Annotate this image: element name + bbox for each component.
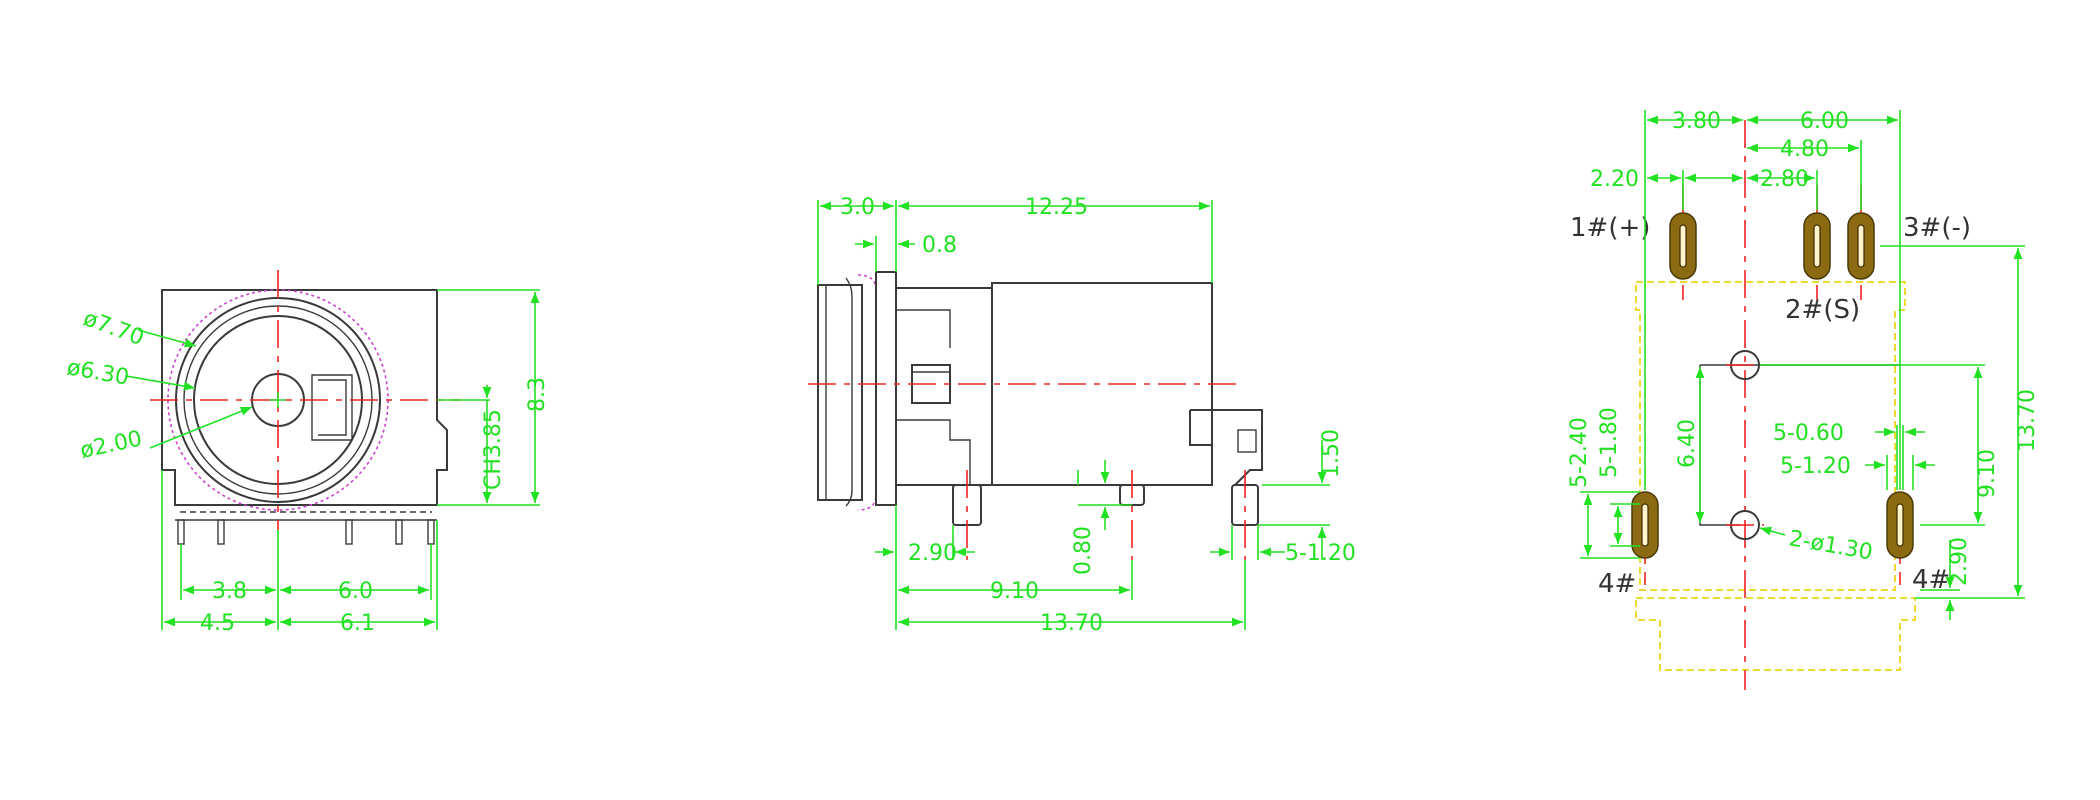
side-view: 3.0 12.25 0.8 1.50 5-1.20 2.90 0.80 9.10 [808, 195, 1356, 636]
front-spring-contact [311, 374, 353, 441]
footprint-pads [1631, 212, 1914, 559]
front-body-outline [161, 289, 448, 506]
side-dim-2-90: 2.90 [908, 541, 957, 566]
fp-dim-9-10: 9.10 [1975, 449, 2000, 498]
fp-dim-6-00: 6.00 [1800, 109, 1849, 134]
fp-dim-5-1-80: 5-1.80 [1597, 407, 1622, 478]
front-leads [177, 519, 435, 545]
side-hidden-flange [857, 274, 877, 511]
pin-label-1: 1#(+) [1570, 213, 1650, 243]
front-dia-outer: ø7.70 [80, 306, 147, 351]
pin-label-3: 3#(-) [1903, 213, 1971, 243]
side-dim-9-10: 9.10 [990, 579, 1039, 604]
front-dim-6-0: 6.0 [338, 579, 373, 604]
fp-dim-4-80: 4.80 [1780, 137, 1829, 162]
front-dia-pin: ø2.00 [78, 426, 144, 463]
footprint-panel-outline [1635, 281, 1906, 591]
fp-dim-5-0-60: 5-0.60 [1773, 421, 1844, 446]
side-dim-5-1-20: 5-1.20 [1285, 541, 1356, 566]
fp-dim-2-20: 2.20 [1590, 167, 1639, 192]
side-dim-13-70: 13.70 [1040, 611, 1103, 636]
fp-dim-holes: 2-ø1.30 [1787, 526, 1874, 565]
pin-label-4-left: 4# [1598, 569, 1636, 599]
side-rear-tab [1189, 409, 1263, 486]
front-ch-label: CH3.85 [481, 409, 506, 490]
footprint-view: 1#(+) 2#(S) 3#(-) 4# 4# 3.80 6.00 4.80 2… [1567, 109, 2040, 690]
front-height-label: 8.3 [525, 377, 550, 412]
fp-dim-5-2-40: 5-2.40 [1567, 417, 1592, 488]
front-dim-6-1: 6.1 [340, 611, 375, 636]
side-dim-12-25: 12.25 [1025, 195, 1088, 220]
fp-dim-2-80: 2.80 [1760, 167, 1809, 192]
side-dim-0-80: 0.80 [1071, 526, 1096, 575]
side-bezel [817, 284, 863, 501]
front-dim-3-8: 3.8 [212, 579, 247, 604]
fp-dim-13-70: 13.70 [2015, 389, 2040, 452]
fp-dim-3-80: 3.80 [1672, 109, 1721, 134]
front-dia-inner: ø6.30 [65, 355, 131, 390]
side-dim-0-8: 0.8 [922, 233, 957, 258]
side-mid-body [895, 287, 993, 486]
side-dim-1-50: 1.50 [1319, 429, 1344, 478]
front-dim-4-5: 4.5 [200, 611, 235, 636]
fp-dim-5-1-20: 5-1.20 [1780, 454, 1851, 479]
front-view: ø7.70 ø6.30 ø2.00 8.3 CH3.85 3.8 6.0 4.5… [65, 270, 550, 636]
side-dim-3-0: 3.0 [840, 195, 875, 220]
fp-dim-2-90: 2.90 [1947, 537, 1972, 586]
pin-label-2: 2#(S) [1785, 295, 1860, 325]
side-flange [875, 271, 897, 506]
fp-dim-6-40: 6.40 [1675, 419, 1700, 468]
